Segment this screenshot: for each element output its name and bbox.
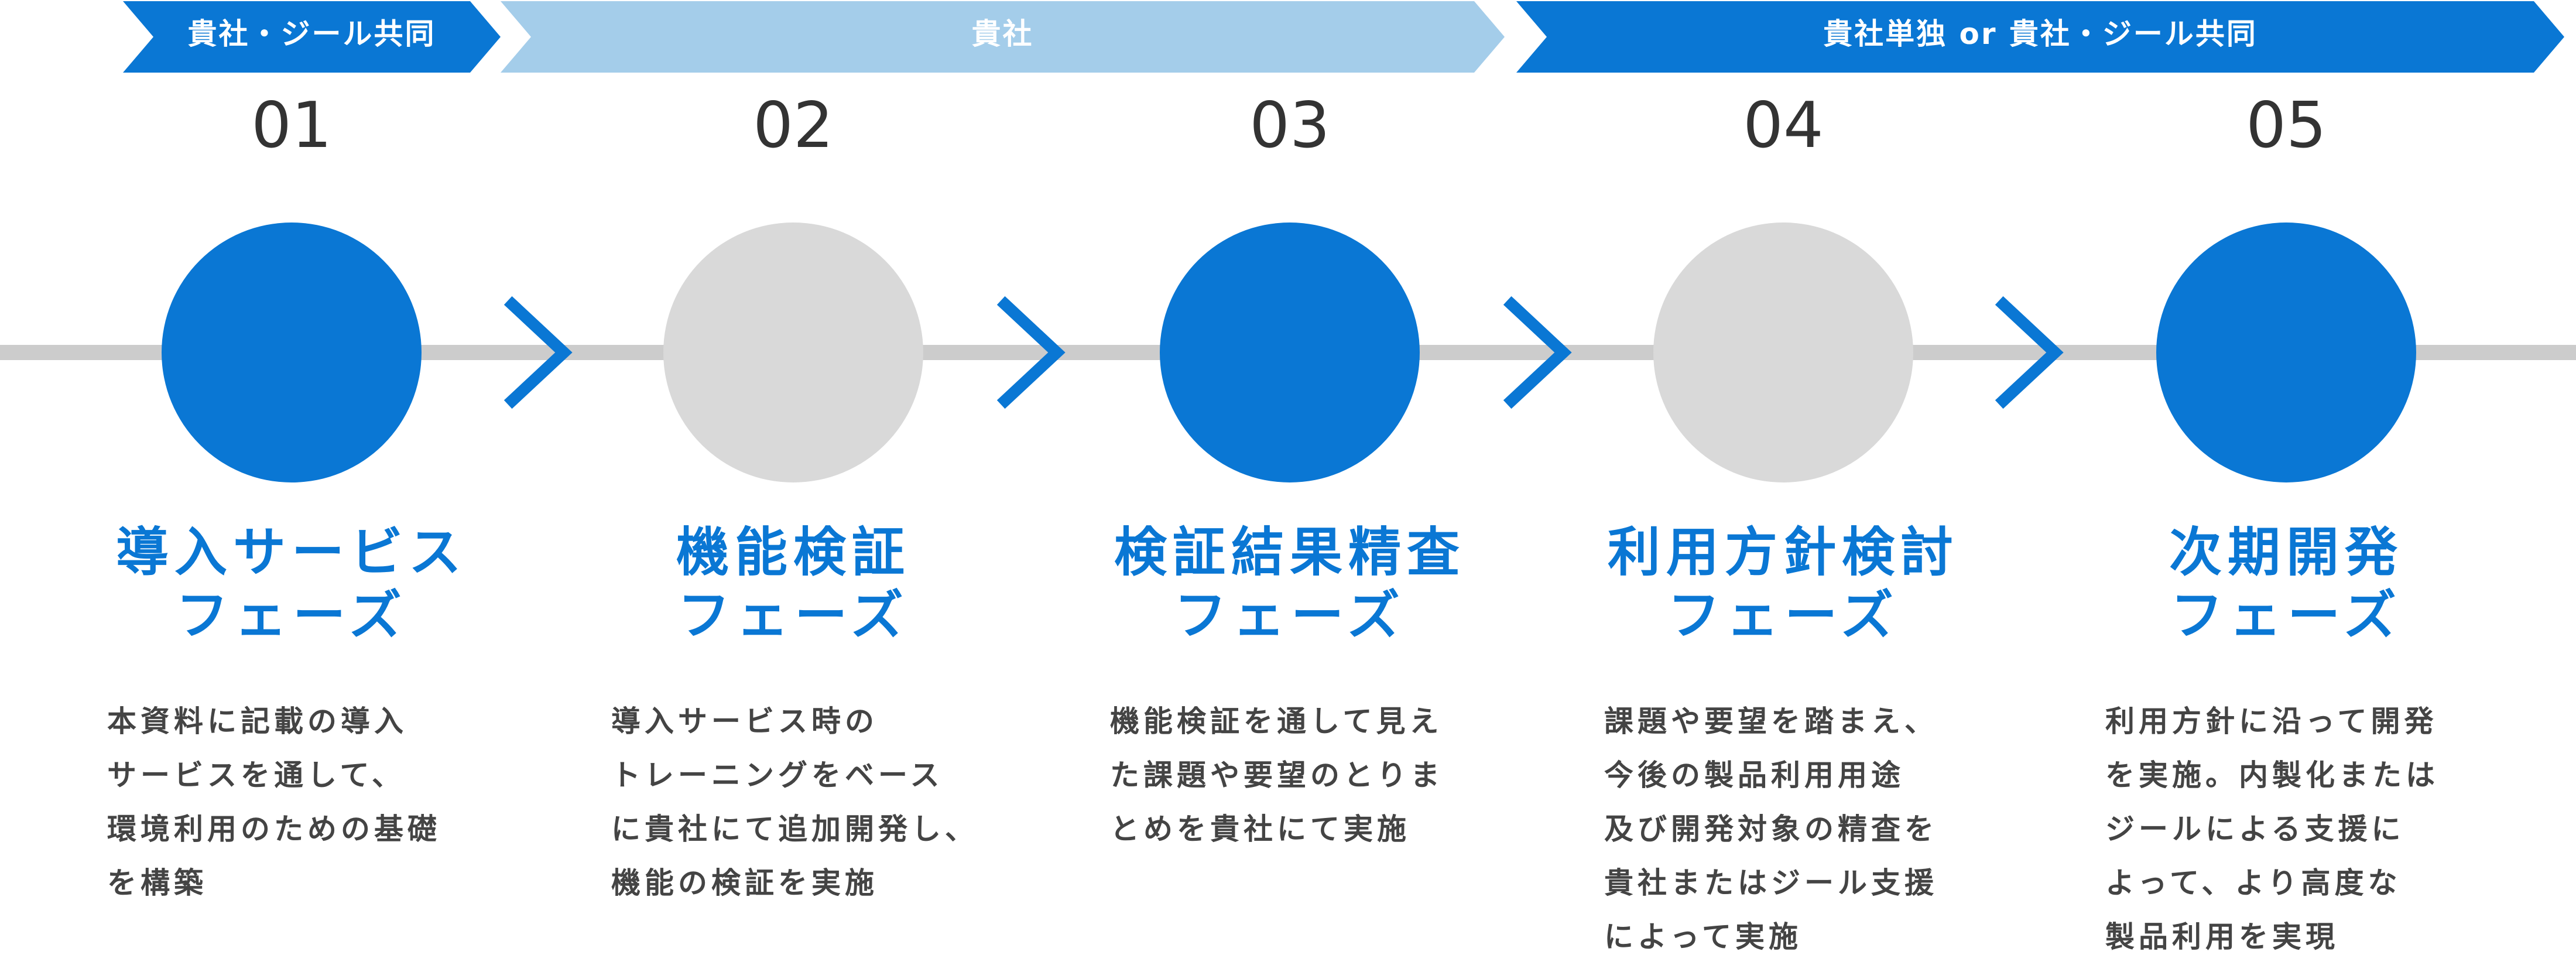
chevron-right-icon bbox=[1995, 296, 2064, 409]
step-description: 利用方針に沿って開発 を実施。内製化または ジールによる支援に よって、より高度… bbox=[2105, 704, 2439, 954]
step-description: 課題や要望を踏まえ、 今後の製品利用用途 及び開発対象の精査を 貴社またはジール… bbox=[1604, 704, 1938, 954]
banner-client-or-joint-arrow bbox=[1516, 1, 2564, 73]
step-title: 機能検証 フェーズ bbox=[676, 522, 910, 646]
step-description: 機能検証を通して見え た課題や要望のとりま とめを貴社にて実施 bbox=[1110, 704, 1444, 846]
banner-label-joint: 貴社・ジール共同 bbox=[187, 17, 436, 51]
step-number: 02 bbox=[753, 89, 834, 162]
step-title: 導入サービス フェーズ bbox=[116, 522, 467, 646]
step-description: 本資料に記載の導入 サービスを通して、 環境利用のための基礎 を構築 bbox=[107, 704, 441, 900]
step-number: 03 bbox=[1249, 89, 1330, 162]
banner-label-client-or-joint: 貴社単独 or 貴社・ジール共同 bbox=[1823, 17, 2258, 51]
chevron-right-icon bbox=[503, 296, 573, 409]
step-circle-02 bbox=[663, 222, 923, 482]
step-circle-05 bbox=[2156, 222, 2416, 482]
step-title: 次期開発 フェーズ bbox=[2169, 522, 2403, 646]
step-number: 04 bbox=[1743, 89, 1824, 162]
banner-joint-arrow bbox=[123, 1, 501, 73]
step-number: 01 bbox=[251, 89, 332, 162]
step-number: 05 bbox=[2246, 89, 2327, 162]
step-circle-03 bbox=[1160, 222, 1420, 482]
banner-client-arrow bbox=[501, 1, 1505, 73]
step-circle-01 bbox=[162, 222, 422, 482]
banner-label-client: 貴社 bbox=[971, 17, 1034, 51]
step-title: 利用方針検討 フェーズ bbox=[1608, 522, 1959, 646]
chevron-right-icon bbox=[1503, 296, 1572, 409]
chevron-right-icon bbox=[996, 296, 1066, 409]
step-description: 導入サービス時の トレーニングをベース に貴社にて追加開発し、 機能の検証を実施 bbox=[611, 704, 978, 900]
step-circle-04 bbox=[1653, 222, 1913, 482]
step-title: 検証結果精査 フェーズ bbox=[1114, 522, 1465, 646]
